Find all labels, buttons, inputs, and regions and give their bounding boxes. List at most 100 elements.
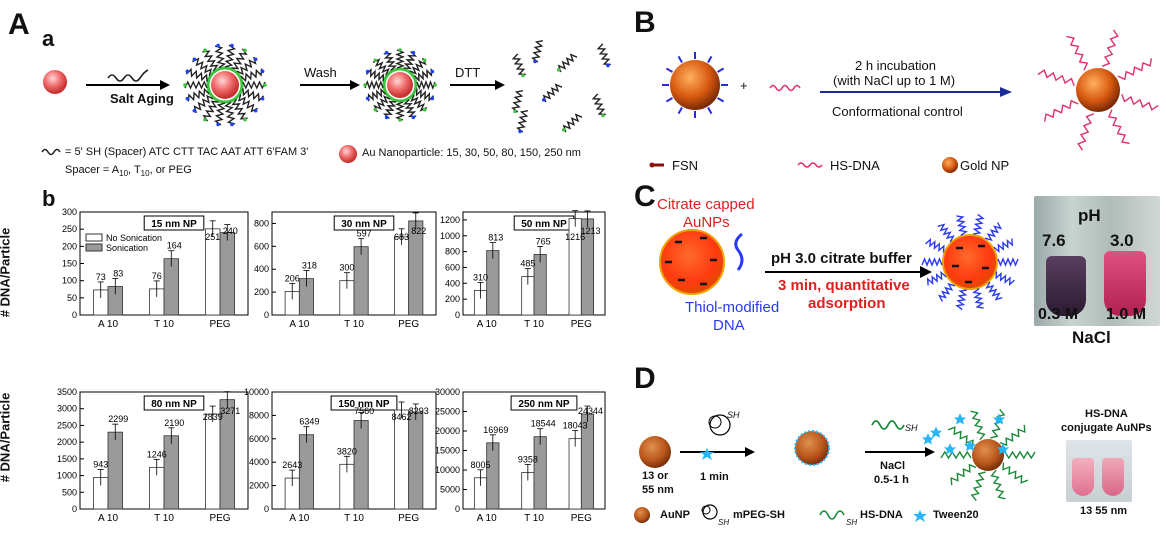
fsn-ligand xyxy=(665,67,673,73)
value-label: 2190 xyxy=(164,418,184,428)
x-category-label: A 10 xyxy=(289,513,309,524)
y-tick-label: 0 xyxy=(264,310,269,320)
tween20-icon xyxy=(922,433,934,445)
nacl-conc-1: 0.3 M xyxy=(1038,306,1079,323)
vials-photo: pH 7.6 3.0 0.3 M 1.0 M xyxy=(1034,196,1160,326)
dna-strand xyxy=(409,57,427,75)
ph-value-1: 7.6 xyxy=(1042,231,1066,250)
chart-title-box xyxy=(143,215,205,231)
free-dna-strand-tip xyxy=(521,73,525,78)
bar-sonication xyxy=(486,250,500,316)
dna-strand xyxy=(364,80,384,90)
hs-dna-strand xyxy=(1077,113,1095,151)
dna-strand-tip xyxy=(192,57,197,62)
aunp-start xyxy=(639,436,671,468)
y-tick-label: 25000 xyxy=(435,407,460,417)
value-label: 943 xyxy=(93,459,108,469)
nacl-caption: NaCl xyxy=(1072,328,1111,347)
panel-b-strands xyxy=(662,29,1159,151)
y-tick-label: 250 xyxy=(62,224,77,234)
x-category-label: T 10 xyxy=(344,319,364,330)
y-tick-label: 0 xyxy=(455,310,460,320)
bar-no-sonication xyxy=(205,413,221,510)
thiol-dna-strand xyxy=(925,237,945,253)
hs-dna-strand xyxy=(970,471,986,502)
dna-strand-tip xyxy=(422,58,427,63)
dna-coated-np-cluster-2 xyxy=(382,67,418,103)
y-tick-label: 200 xyxy=(62,241,77,251)
dna-strand-tip xyxy=(260,69,265,74)
y-tick-label: 30000 xyxy=(435,387,460,397)
dna-strand xyxy=(416,80,436,90)
value-label: 6349 xyxy=(299,417,319,427)
value-label: 18544 xyxy=(531,419,556,429)
hs-dna-strand xyxy=(999,424,1026,447)
incubation-label: 2 h incubation xyxy=(855,58,936,73)
dna-strand xyxy=(236,56,257,76)
hs-dna-strand xyxy=(1037,69,1075,87)
y-tick-label: 400 xyxy=(254,264,269,274)
value-label: 813 xyxy=(488,233,503,243)
tween20-icon xyxy=(930,426,942,438)
bar-sonication xyxy=(353,420,369,510)
value-label: 8462 xyxy=(392,412,412,422)
chart-title-box xyxy=(510,395,578,411)
y-tick-label: 1200 xyxy=(440,215,460,225)
vial-red xyxy=(1104,251,1146,316)
bar-sonication xyxy=(408,411,424,510)
free-dna-strand xyxy=(542,83,563,103)
nacl-label: (with NaCl up to 1 M) xyxy=(833,73,956,88)
panel-d-strands xyxy=(922,408,1036,502)
x-category-label: A 10 xyxy=(477,319,497,330)
thiol-label-2: DNA xyxy=(713,317,745,334)
dna-strand xyxy=(185,67,208,82)
dna-strand xyxy=(224,44,237,68)
dna-strand xyxy=(202,100,219,122)
y-tick-label: 1000 xyxy=(440,231,460,241)
thiol-dna-strand xyxy=(921,257,943,267)
free-dna-strand-tip xyxy=(556,68,561,72)
one-min-label: 1 min xyxy=(700,471,729,483)
value-label: 3820 xyxy=(337,446,357,456)
legend-fsn: FSN xyxy=(672,158,698,173)
citrate-label-1: Citrate capped xyxy=(657,196,755,213)
hs-dna-strand xyxy=(1066,35,1089,71)
free-dna-strand xyxy=(596,43,611,66)
legend-label-sonic: Sonication xyxy=(106,243,148,253)
subpanel-letter-a: a xyxy=(42,26,55,51)
dna-strand xyxy=(372,58,390,76)
y-tick-label: 150 xyxy=(62,259,77,269)
value-label: 485 xyxy=(520,259,535,269)
x-category-label: T 10 xyxy=(524,319,544,330)
free-dna-strand xyxy=(591,93,606,116)
bar-sonication xyxy=(298,434,314,510)
free-dna-strand xyxy=(511,90,524,113)
free-dna-strand-tip xyxy=(541,98,546,102)
y-tick-label: 20000 xyxy=(435,426,460,436)
legend-sh-1: SH xyxy=(718,518,730,527)
tween20-icon xyxy=(997,443,1009,455)
dna-strand xyxy=(402,99,417,118)
y-tick-label: 800 xyxy=(254,218,269,228)
hs-dna-strand xyxy=(1043,99,1079,122)
fsn-ligand xyxy=(717,67,725,73)
dna-strand xyxy=(193,94,214,114)
y-tick-label: 800 xyxy=(445,247,460,257)
bar-sonication xyxy=(163,258,179,316)
chart-title: 150 nm NP xyxy=(338,399,389,410)
value-label: 3271 xyxy=(220,406,240,416)
legend-label-nosonic: No Sonication xyxy=(106,233,162,243)
fsn-ligand xyxy=(665,97,673,103)
dna-strand xyxy=(240,68,263,83)
thiol-dna-strand xyxy=(926,270,947,286)
dna-strand xyxy=(365,67,385,82)
dna-strand-tip xyxy=(363,83,367,87)
hs-dna-strand xyxy=(990,408,1006,439)
value-label: 251 xyxy=(205,232,220,242)
size-label-1: 13 or xyxy=(642,470,669,482)
tween20-icon xyxy=(954,413,966,425)
legend-swatch-sonic xyxy=(85,243,103,252)
y-tick-label: 2000 xyxy=(57,437,77,447)
